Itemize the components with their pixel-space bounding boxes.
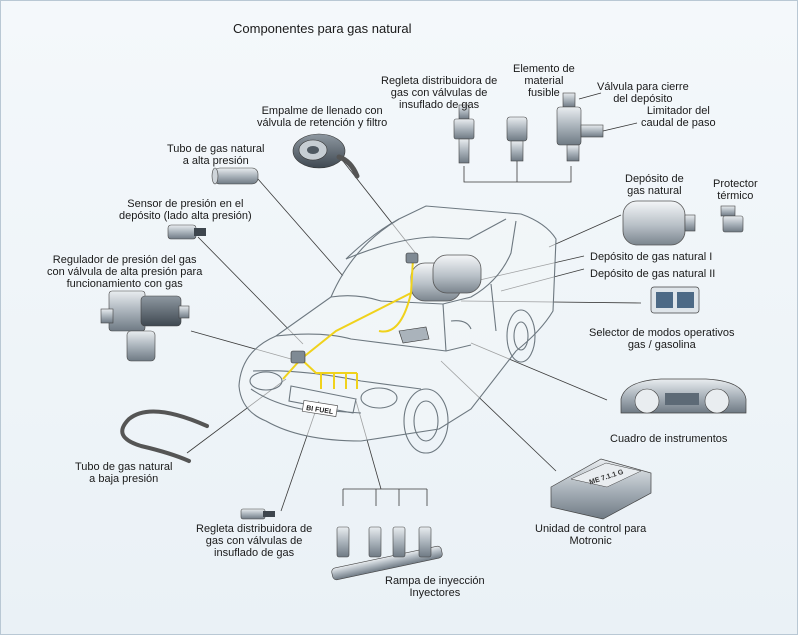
car-gas-tanks [410, 254, 482, 302]
rampa-component [331, 526, 443, 581]
label-deposito-1: Depósito de gas natural I [590, 251, 713, 263]
fusible-component [506, 116, 528, 162]
tubo-alta-component [211, 167, 259, 185]
empalme-component [292, 133, 360, 179]
sensor-component [167, 224, 206, 240]
car-badge-text: BI FUEL [306, 405, 335, 416]
car-badge: BI FUEL [301, 400, 338, 417]
car-body [238, 205, 557, 454]
regulador-component [100, 290, 190, 362]
valvula-cierre-component [556, 92, 638, 162]
regleta-top-component [453, 104, 475, 164]
unidad-control-component: ME 7.1.1 G [550, 458, 652, 520]
diagram-title: Componentes para gas natural [233, 21, 412, 36]
gas-lines [282, 258, 414, 389]
regleta-bottom-component [240, 508, 275, 520]
car-small-parts [290, 252, 430, 364]
protector-component [720, 205, 744, 233]
cuadro-component [620, 378, 747, 414]
deposito-component [622, 200, 696, 246]
label-cuadro: Cuadro de instrumentos [610, 433, 728, 445]
label-deposito-2: Depósito de gas natural II [590, 268, 716, 280]
tubo-baja-component [120, 409, 209, 463]
selector-component [650, 286, 700, 314]
